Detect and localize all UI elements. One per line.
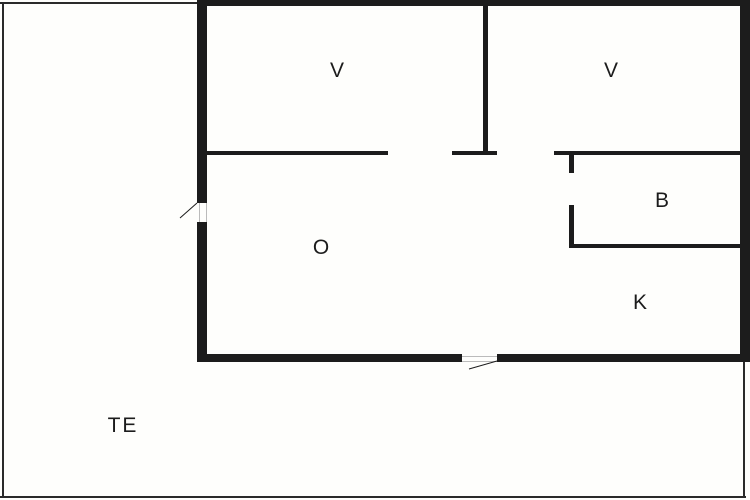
bathroom-wall-left-lower <box>569 205 574 247</box>
room-label-kitchen: K <box>632 291 650 314</box>
entry-door-bottom[interactable] <box>462 356 497 362</box>
exterior-wall-bottom-left <box>197 354 462 362</box>
exterior-wall-right <box>740 0 750 362</box>
room-label-bathroom: B <box>654 189 672 212</box>
exterior-wall-bottom-right <box>497 354 750 362</box>
terrace-left-edge <box>2 2 4 498</box>
room-label-bedroom-2: V <box>603 59 621 82</box>
terrace-top-edge <box>0 2 198 4</box>
door-swing-bottom <box>468 360 498 370</box>
exterior-wall-top <box>197 0 750 6</box>
bathroom-wall-left-upper <box>569 151 574 173</box>
room-label-living-room: O <box>312 236 332 259</box>
room-label-terrace: TE <box>107 414 139 437</box>
exterior-wall-left-upper <box>197 0 207 203</box>
bedroom-divider-wall <box>483 0 488 155</box>
room-label-bedroom-1: V <box>329 59 347 82</box>
terrace-bottom-edge <box>0 496 746 498</box>
bedroom-2-bottom-wall <box>554 151 742 155</box>
door-swing-left <box>179 202 198 219</box>
entry-door-left[interactable] <box>199 203 207 222</box>
bedroom-2-bottom-wall-left-stub <box>452 151 497 155</box>
exterior-wall-left-lower <box>197 222 207 362</box>
terrace-right-edge <box>743 360 745 498</box>
bedroom-1-bottom-wall <box>205 151 388 155</box>
bathroom-wall-bottom <box>569 244 742 248</box>
